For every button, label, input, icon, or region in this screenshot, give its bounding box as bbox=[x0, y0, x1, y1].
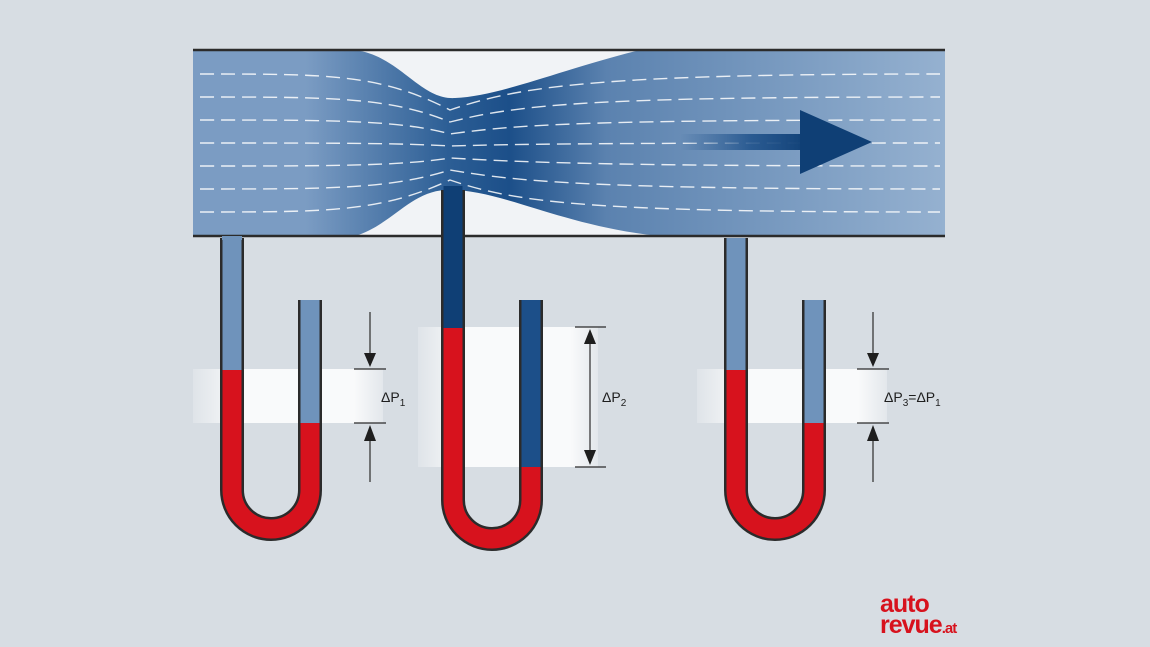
logo-line1: auto bbox=[880, 590, 930, 618]
manometer-right-liquid bbox=[726, 370, 824, 539]
manometer-middle-liquid bbox=[443, 328, 541, 549]
dimension-dp2 bbox=[575, 326, 606, 468]
throat-bottom bbox=[355, 189, 660, 236]
logo-line2: revue.at bbox=[880, 611, 957, 639]
flow-arrow bbox=[680, 110, 872, 174]
streamlines bbox=[199, 73, 941, 213]
throat-top bbox=[355, 50, 640, 99]
label-dp2: ΔP2 bbox=[602, 389, 627, 409]
manometer-middle bbox=[441, 186, 543, 551]
label-dp1: ΔP1 bbox=[381, 389, 406, 409]
venturi-pipe bbox=[193, 48, 945, 238]
dimension-dp3 bbox=[857, 312, 889, 482]
manometer-left-tap bbox=[222, 236, 242, 240]
autorevue-logo: auto revue.at bbox=[880, 590, 958, 639]
label-dp3: ΔP3=ΔP1 bbox=[884, 389, 941, 409]
manometer-right bbox=[724, 238, 826, 541]
manometer-left bbox=[220, 236, 322, 541]
manometer-left-liquid bbox=[222, 370, 320, 539]
dimension-dp1 bbox=[354, 312, 386, 482]
